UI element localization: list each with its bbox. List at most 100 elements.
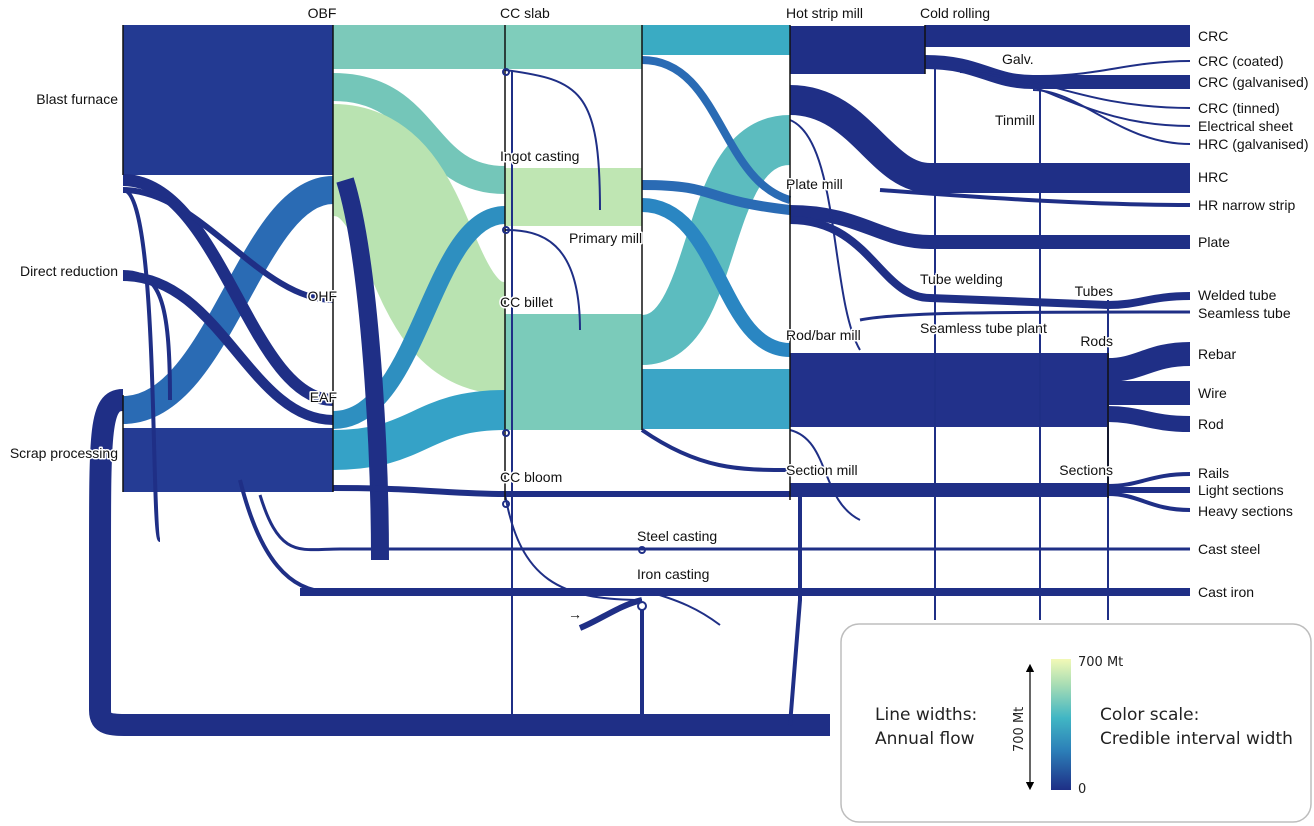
flow-links — [89, 25, 1191, 736]
product-hrc: HRC — [1198, 169, 1228, 185]
node-labels: Blast furnace Direct reduction Scrap pro… — [8, 5, 1114, 584]
legend-scale-label: 700 Mt — [1012, 707, 1027, 752]
label-rods: Rods — [1080, 333, 1113, 349]
node-edges — [122, 25, 1109, 500]
flow-loop-right — [640, 494, 802, 726]
flow-eaf-ingot — [332, 206, 507, 429]
flow-tin — [959, 69, 1191, 109]
flow-obf-ingot — [332, 73, 506, 194]
product-heavy-sections: Heavy sections — [1198, 503, 1293, 519]
label-cc-bloom: CC bloom — [500, 469, 562, 485]
flow-caststeel — [258, 494, 1190, 552]
label-tinmill: Tinmill — [995, 112, 1035, 128]
label-rod-bar-mill: Rod/bar mill — [786, 327, 861, 343]
flow-bf-drop — [122, 188, 162, 542]
product-crc-tinned: CRC (tinned) — [1198, 100, 1280, 116]
flow-hsm-thin — [789, 119, 861, 351]
label-steel-casting: Steel casting — [637, 528, 717, 544]
flow-dr-down — [122, 270, 172, 401]
product-crc-coated: CRC (coated) — [1198, 53, 1284, 69]
legend-color-sub: Credible interval width — [1100, 729, 1293, 749]
legend-box — [840, 623, 1312, 823]
product-cast-steel: Cast steel — [1198, 541, 1260, 557]
flow-primary-hsm — [641, 180, 791, 215]
legend-min-label: 0 — [1078, 782, 1086, 797]
flow-bf-thin1 — [122, 174, 334, 406]
product-labels: CRC CRC (coated) CRC (galvanised) CRC (t… — [1198, 28, 1308, 600]
flow-ingot-thin — [504, 229, 581, 331]
product-rod: Rod — [1198, 416, 1224, 432]
flow-scrap-castiron — [238, 479, 331, 594]
label-tube-welding: Tube welding — [920, 271, 1003, 287]
label-hot-strip-mill: Hot strip mill — [786, 5, 863, 21]
flow-ccslab-plate — [641, 56, 792, 204]
label-obf: OBF — [308, 5, 337, 21]
product-plate: Plate — [1198, 234, 1230, 250]
legend: Line widths: Annual flow 700 Mt 700 Mt 0… — [840, 623, 1312, 823]
flow-ccbloom-section — [640, 428, 791, 472]
label-scrap-processing: Scrap processing — [10, 445, 118, 461]
legend-color-bar — [1051, 659, 1071, 790]
flow-galv-coated — [1039, 60, 1191, 77]
flow-bf-thin2 — [122, 187, 334, 303]
label-eaf: EAF — [310, 389, 337, 405]
legend-max-label: 700 Mt — [1078, 655, 1123, 670]
flow-ccslab-thin — [504, 69, 601, 211]
flow-ccbloom-row — [332, 485, 790, 497]
legend-widths-sub: Annual flow — [875, 729, 975, 749]
flow-castiron-down — [641, 589, 721, 626]
label-seamless-tube-plant: Seamless tube plant — [920, 320, 1047, 336]
product-hrc-galvanised: HRC (galvanised) — [1198, 136, 1308, 152]
legend-color-title: Color scale: — [1100, 705, 1199, 725]
label-ingot-casting: Ingot casting — [500, 148, 579, 164]
flow-scrap-obf — [121, 176, 335, 424]
flow-hsm-hrc — [789, 85, 1190, 193]
input-arrow-icon: → — [568, 606, 582, 622]
product-rebar: Rebar — [1198, 346, 1236, 362]
product-electrical-sheet: Electrical sheet — [1198, 118, 1293, 134]
flow-ccbillet-hsm — [638, 115, 793, 365]
flow-obf-ccbillet — [327, 104, 511, 394]
product-crc: CRC — [1198, 28, 1228, 44]
label-plate-mill: Plate mill — [786, 176, 843, 192]
label-blast-furnace: Blast furnace — [36, 91, 118, 107]
flow-hrc-galv — [1032, 89, 1191, 145]
product-wire: Wire — [1198, 385, 1227, 401]
product-rails: Rails — [1198, 465, 1229, 481]
flow-scrap-loop — [89, 389, 830, 736]
product-crc-galvanised: CRC (galvanised) — [1198, 74, 1308, 90]
flow-sect-rails — [1107, 472, 1191, 488]
label-direct-reduction: Direct reduction — [20, 263, 118, 279]
label-tubes: Tubes — [1075, 283, 1113, 299]
flow-primary-rodbar — [641, 198, 791, 357]
flow-rods-rebar — [1107, 342, 1191, 382]
label-cc-slab: CC slab — [500, 5, 550, 21]
flow-sect-heavy — [1107, 492, 1191, 512]
label-ohf: OHF — [307, 288, 337, 304]
product-welded-tube: Welded tube — [1198, 287, 1277, 303]
flow-tube-welding — [789, 216, 1191, 310]
flow-rod-tail — [789, 429, 861, 521]
flow-platemill-plate — [789, 205, 1190, 249]
flow-seamless — [859, 310, 1191, 322]
label-cold-rolling: Cold rolling — [920, 5, 990, 21]
label-section-mill: Section mill — [786, 462, 858, 478]
label-galv: Galv. — [1002, 51, 1034, 67]
node-dots — [502, 68, 647, 611]
flow-rods-rod — [1107, 406, 1191, 432]
flow-pig-input — [578, 597, 643, 631]
label-iron-casting: Iron casting — [637, 566, 709, 582]
label-primary-mill: Primary mill — [569, 230, 642, 246]
product-hr-narrow-strip: HR narrow strip — [1198, 197, 1295, 213]
flow-dr-eaf — [122, 271, 334, 425]
product-light-sections: Light sections — [1198, 482, 1284, 498]
flow-obf-down — [336, 177, 389, 561]
flow-elec — [959, 71, 1191, 127]
label-sections: Sections — [1059, 462, 1113, 478]
flow-hr-narrow — [879, 188, 1191, 207]
product-cast-iron: Cast iron — [1198, 584, 1254, 600]
legend-widths-title: Line widths: — [875, 705, 977, 725]
flow-ccbloom-ingot — [504, 493, 643, 601]
label-cc-billet: CC billet — [500, 294, 553, 310]
